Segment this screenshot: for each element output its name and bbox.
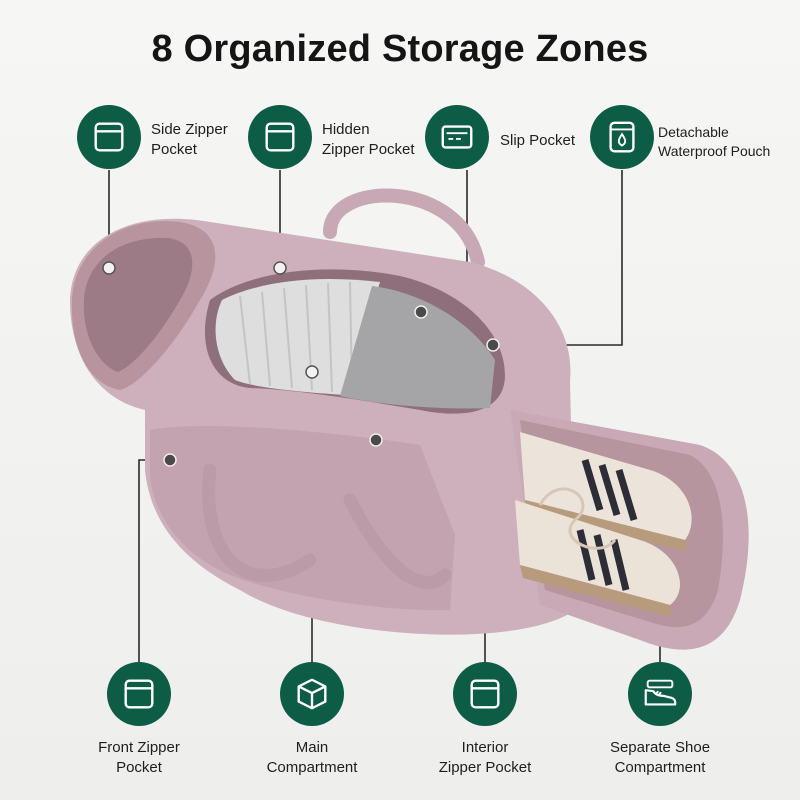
hidden-zipper-pocket-badge xyxy=(248,105,312,169)
marker-side-pocket xyxy=(102,261,116,275)
main-compartment-badge xyxy=(280,662,344,726)
sneaker-top-sole xyxy=(525,500,688,552)
marker-hidden-pocket xyxy=(273,261,287,275)
square-pocket-icon xyxy=(470,679,500,709)
marker-slip-pocket xyxy=(414,305,428,319)
shoe-icon xyxy=(644,679,677,706)
cube-box-icon xyxy=(297,678,327,710)
marker-interior-pocket xyxy=(369,433,383,447)
sneaker-laces xyxy=(538,487,617,550)
slip-pocket-label: Slip Pocket xyxy=(500,132,576,149)
marker-main-compartment xyxy=(305,365,319,379)
sweater xyxy=(215,279,380,395)
front-handle-left xyxy=(202,463,317,582)
square-pocket-icon xyxy=(94,122,124,152)
water-drop-pouch-icon xyxy=(609,121,635,153)
waterproof-pouch-badge xyxy=(590,105,654,169)
back-handle xyxy=(323,188,485,269)
sneaker-top-stripes xyxy=(581,458,638,522)
square-pocket-icon xyxy=(124,679,154,709)
shoe-compartment-badge xyxy=(628,662,692,726)
slip-pocket-badge xyxy=(425,105,489,169)
marker-front-pocket xyxy=(163,453,177,467)
waterproof-pouch xyxy=(340,286,495,409)
square-pocket-icon xyxy=(265,122,295,152)
sneaker-bottom xyxy=(515,500,680,605)
page-title: 8 Organized Storage Zones xyxy=(151,28,649,70)
side-zipper-pocket-badge xyxy=(77,105,141,169)
sneaker-bottom-stripes xyxy=(576,529,630,591)
card-slot-icon xyxy=(441,125,473,149)
sneaker-bottom-sole xyxy=(520,565,672,617)
interior-zipper-pocket-badge xyxy=(453,662,517,726)
sweater-ribs xyxy=(239,281,353,394)
marker-dots xyxy=(102,261,500,467)
front-zipper-pocket-badge xyxy=(107,662,171,726)
marker-waterproof-pouch xyxy=(486,338,500,352)
front-handle-right xyxy=(343,493,452,589)
sneakers xyxy=(515,432,692,617)
